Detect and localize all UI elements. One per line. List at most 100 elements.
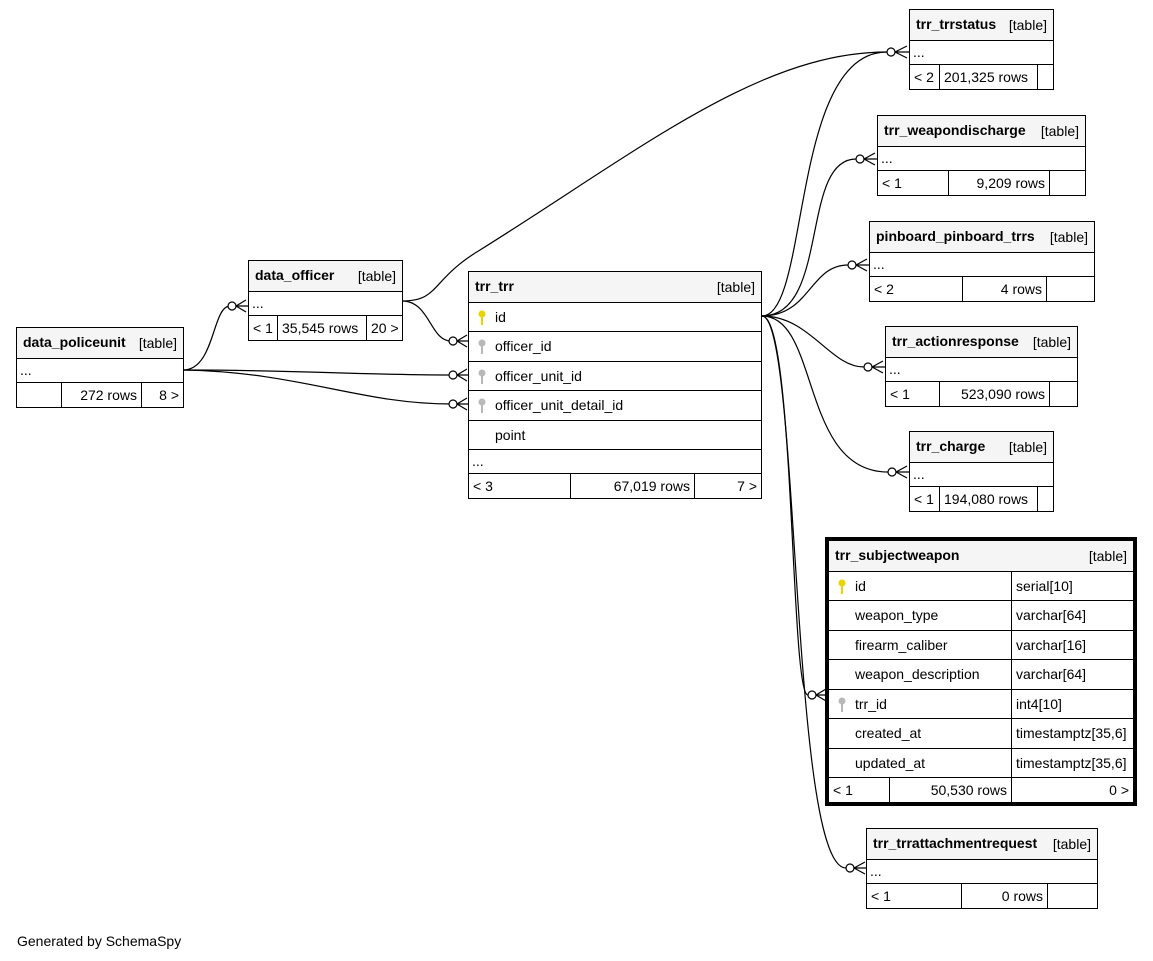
- table-type: [table]: [1040, 123, 1079, 139]
- table-pinboard-pinboard-trrs[interactable]: pinboard_pinboard_trrs [table] ... < 2 4…: [869, 221, 1095, 302]
- column-type: varchar[16]: [1011, 630, 1133, 659]
- table-header: pinboard_pinboard_trrs [table]: [870, 222, 1094, 252]
- column-name: id: [495, 308, 506, 325]
- column-row: firearm_caliber varchar[16]: [829, 629, 1133, 659]
- crowfoot-subjectweapon: [807, 688, 828, 702]
- column-row: updated_at timestamptz[35,6]: [829, 747, 1133, 777]
- table-name: trr_trr: [475, 278, 514, 294]
- table-stats: < 2 201,325 rows: [910, 63, 1053, 89]
- column-name: point: [495, 426, 526, 443]
- table-name: trr_trrstatus: [916, 16, 997, 32]
- column-name: weapon_description: [855, 666, 980, 682]
- row-count: 523,090 rows: [939, 381, 1049, 406]
- row-count: 4 rows: [962, 276, 1046, 301]
- columns-ellipsis: ...: [910, 461, 1053, 486]
- columns-ellipsis: ...: [469, 449, 761, 473]
- foreign-key-icon: [838, 697, 846, 712]
- column-name: officer_unit_id: [495, 367, 582, 384]
- crowfoot-weapondischarge: [855, 152, 877, 166]
- column-row: created_at timestamptz[35,6]: [829, 718, 1133, 748]
- column-row: id serial[10]: [829, 570, 1133, 600]
- table-type: [table]: [1088, 548, 1127, 564]
- columns-ellipsis: ...: [17, 357, 183, 382]
- table-header: trr_trrstatus [table]: [910, 10, 1053, 40]
- columns-ellipsis: ...: [870, 251, 1094, 276]
- children-count: [1037, 64, 1053, 89]
- children-count: 7 >: [694, 474, 761, 498]
- crowfoot-officer: [227, 299, 248, 313]
- children-count: [1046, 276, 1094, 301]
- table-name: data_policeunit: [23, 334, 126, 350]
- children-count: 20 >: [366, 315, 402, 340]
- table-stats: < 1 9,209 rows: [878, 169, 1085, 195]
- table-stats: < 2 4 rows: [870, 275, 1094, 301]
- table-type: [table]: [716, 279, 755, 295]
- crowfoot-attachmentrequest: [845, 861, 867, 875]
- row-count: 272 rows: [61, 382, 141, 407]
- table-name: pinboard_pinboard_trrs: [876, 228, 1035, 244]
- table-trr-actionresponse[interactable]: trr_actionresponse [table] ... < 1 523,0…: [885, 326, 1078, 407]
- foreign-key-icon: [478, 369, 486, 384]
- table-trr-trr[interactable]: trr_trr [table] id officer_id officer_un…: [468, 271, 762, 499]
- table-type: [table]: [1049, 229, 1088, 245]
- column-row: point: [469, 419, 761, 450]
- column-type: serial[10]: [1011, 571, 1133, 600]
- link-policeunit-trr-unitdetail: [182, 369, 452, 405]
- row-count: 50,530 rows: [889, 778, 1011, 802]
- table-trr-weapondischarge[interactable]: trr_weapondischarge [table] ... < 1 9,20…: [877, 115, 1086, 196]
- link-trr-trrstatus: [761, 51, 888, 317]
- column-type: timestamptz[35,6]: [1011, 748, 1133, 777]
- table-trr-trrstatus[interactable]: trr_trrstatus [table] ... < 2 201,325 ro…: [909, 9, 1054, 90]
- parents-count: < 2: [914, 68, 934, 85]
- table-header: trr_weapondischarge [table]: [878, 116, 1085, 146]
- column-row: weapon_type varchar[64]: [829, 600, 1133, 630]
- children-count: [1047, 883, 1097, 908]
- columns-ellipsis: ...: [878, 145, 1085, 170]
- table-name: trr_subjectweapon: [835, 547, 960, 563]
- column-name: id: [855, 577, 866, 594]
- column-name: firearm_caliber: [855, 636, 948, 653]
- crowfoot-pinboard: [847, 258, 869, 272]
- table-name: data_officer: [255, 267, 335, 283]
- column-name: weapon_type: [855, 607, 939, 623]
- table-stats: < 1 523,090 rows: [886, 380, 1077, 406]
- table-type: [table]: [357, 268, 396, 284]
- row-count: 9,209 rows: [948, 170, 1049, 195]
- table-stats: < 1 194,080 rows: [910, 485, 1053, 511]
- link-policeunit-officer: [182, 305, 231, 371]
- column-row: id: [469, 301, 761, 332]
- column-row: weapon_description varchar[64]: [829, 659, 1133, 689]
- row-count: 194,080 rows: [939, 486, 1037, 511]
- link-officer-trr: [401, 300, 452, 342]
- link-officer-trrstatus: [401, 51, 888, 302]
- table-trr-subjectweapon[interactable]: trr_subjectweapon [table] id serial[10] …: [825, 537, 1137, 806]
- table-data-policeunit[interactable]: data_policeunit [table] ... 272 rows 8 >: [16, 327, 184, 408]
- column-type: varchar[64]: [1011, 660, 1133, 689]
- table-type: [table]: [1008, 17, 1047, 33]
- table-header: data_policeunit [table]: [17, 328, 183, 358]
- table-type: [table]: [138, 335, 177, 351]
- crowfoot-charge: [887, 465, 909, 479]
- table-data-officer[interactable]: data_officer [table] ... < 1 35,545 rows…: [248, 260, 403, 341]
- row-count: 201,325 rows: [939, 64, 1037, 89]
- crowfoot-trr-officer: [448, 334, 468, 348]
- columns-ellipsis: ...: [867, 858, 1097, 883]
- parents-count: [17, 383, 61, 407]
- crowfoot-trr-unit: [448, 368, 468, 382]
- table-type: [table]: [1032, 334, 1071, 350]
- table-header: trr_trr [table]: [469, 272, 761, 302]
- table-header: trr_subjectweapon [table]: [829, 541, 1133, 571]
- table-trr-trrattachmentrequest[interactable]: trr_trrattachmentrequest [table] ... < 1…: [866, 828, 1098, 909]
- link-trr-pinboard: [761, 264, 849, 317]
- table-stats: < 1 0 rows: [867, 882, 1097, 908]
- children-count: [1049, 381, 1077, 406]
- table-header: trr_charge [table]: [910, 432, 1053, 462]
- columns-ellipsis: ...: [886, 356, 1077, 381]
- table-trr-charge[interactable]: trr_charge [table] ... < 1 194,080 rows: [909, 431, 1054, 512]
- row-count: 67,019 rows: [570, 474, 694, 498]
- children-count: [1037, 486, 1053, 511]
- foreign-key-icon: [478, 398, 486, 413]
- column-name: officer_unit_detail_id: [495, 397, 624, 413]
- table-stats: 272 rows 8 >: [17, 381, 183, 407]
- column-row: officer_unit_detail_id: [469, 390, 761, 420]
